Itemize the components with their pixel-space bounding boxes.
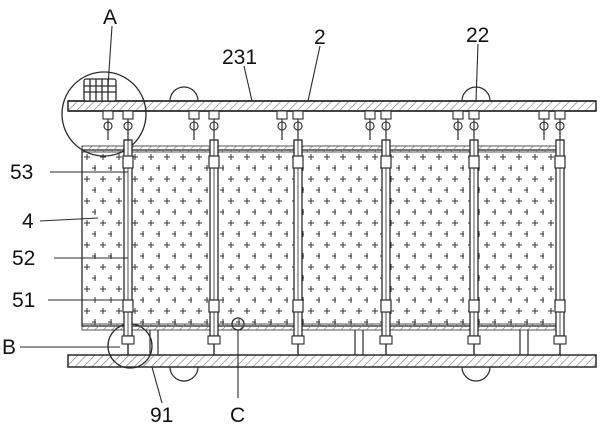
bottom-bracket [467, 335, 481, 355]
top-bracket [102, 110, 114, 140]
callout-labels: A 231 2 22 53 4 52 51 B 91 C [2, 6, 489, 427]
column-coupler [292, 299, 304, 313]
motor-unit [83, 78, 117, 102]
bottom-bracket [379, 335, 393, 355]
rail-half-circles [169, 86, 491, 382]
bracket-head [468, 110, 480, 120]
label-51: 51 [12, 289, 35, 312]
bracket-head [188, 110, 200, 120]
column-coupler [554, 155, 566, 169]
bracket-head [380, 110, 392, 120]
bracket-head [102, 110, 114, 120]
bracket-head [122, 110, 134, 120]
top-bracket [380, 110, 392, 140]
leader-lines [20, 25, 479, 404]
label-b: B [2, 336, 16, 359]
top-bracket [188, 110, 200, 140]
bottom-bracket [291, 335, 305, 355]
label-91: 91 [150, 404, 173, 427]
divider-column [122, 139, 134, 337]
support-posts [149, 330, 529, 355]
top-brackets [102, 110, 566, 140]
column-coupler [292, 155, 304, 169]
bracket-head [538, 110, 550, 120]
label-a: A [103, 6, 117, 29]
column-coupler [208, 155, 220, 169]
divider-column [380, 139, 392, 337]
column-coupler [380, 155, 392, 169]
top-bracket [452, 110, 464, 140]
column-coupler [122, 155, 134, 169]
bottom-bracket-block [207, 335, 221, 345]
column-coupler [468, 155, 480, 169]
bottom-bracket-block [467, 335, 481, 345]
bottom-bracket [553, 335, 567, 355]
bracket-head [276, 110, 288, 120]
label-53: 53 [10, 161, 33, 184]
top-rail [67, 100, 597, 112]
column-coupler [468, 299, 480, 313]
label-2: 2 [314, 26, 326, 49]
label-231: 231 [222, 46, 257, 69]
bracket-head [208, 110, 220, 120]
top-bracket [538, 110, 550, 140]
bracket-head [554, 110, 566, 120]
top-bracket [208, 110, 220, 140]
divider-column [468, 139, 480, 337]
column-coupler [554, 299, 566, 313]
bottom-bracket-block [291, 335, 305, 345]
top-bracket [276, 110, 288, 140]
bottom-bracket-block [379, 335, 393, 345]
top-bracket [292, 110, 304, 140]
label-c: C [230, 404, 245, 427]
label-4: 4 [22, 210, 34, 233]
divider-column [292, 139, 304, 337]
bottom-bracket [121, 335, 135, 355]
bottom-bracket [207, 335, 221, 355]
label-22: 22 [466, 24, 489, 47]
bracket-head [364, 110, 376, 120]
top-bracket [122, 110, 134, 140]
column-coupler [122, 299, 134, 313]
filter-panel [81, 145, 561, 331]
divider-column [554, 139, 566, 337]
divider-column [208, 139, 220, 337]
label-52: 52 [12, 247, 35, 270]
bottom-brackets [121, 335, 567, 355]
bottom-bracket-block [121, 335, 135, 345]
bracket-head [292, 110, 304, 120]
top-bracket [468, 110, 480, 140]
bottom-rail [67, 354, 597, 368]
bottom-bracket-block [553, 335, 567, 345]
top-bracket [364, 110, 376, 140]
column-coupler [208, 299, 220, 313]
column-coupler [380, 299, 392, 313]
bracket-head [452, 110, 464, 120]
top-bracket [554, 110, 566, 140]
